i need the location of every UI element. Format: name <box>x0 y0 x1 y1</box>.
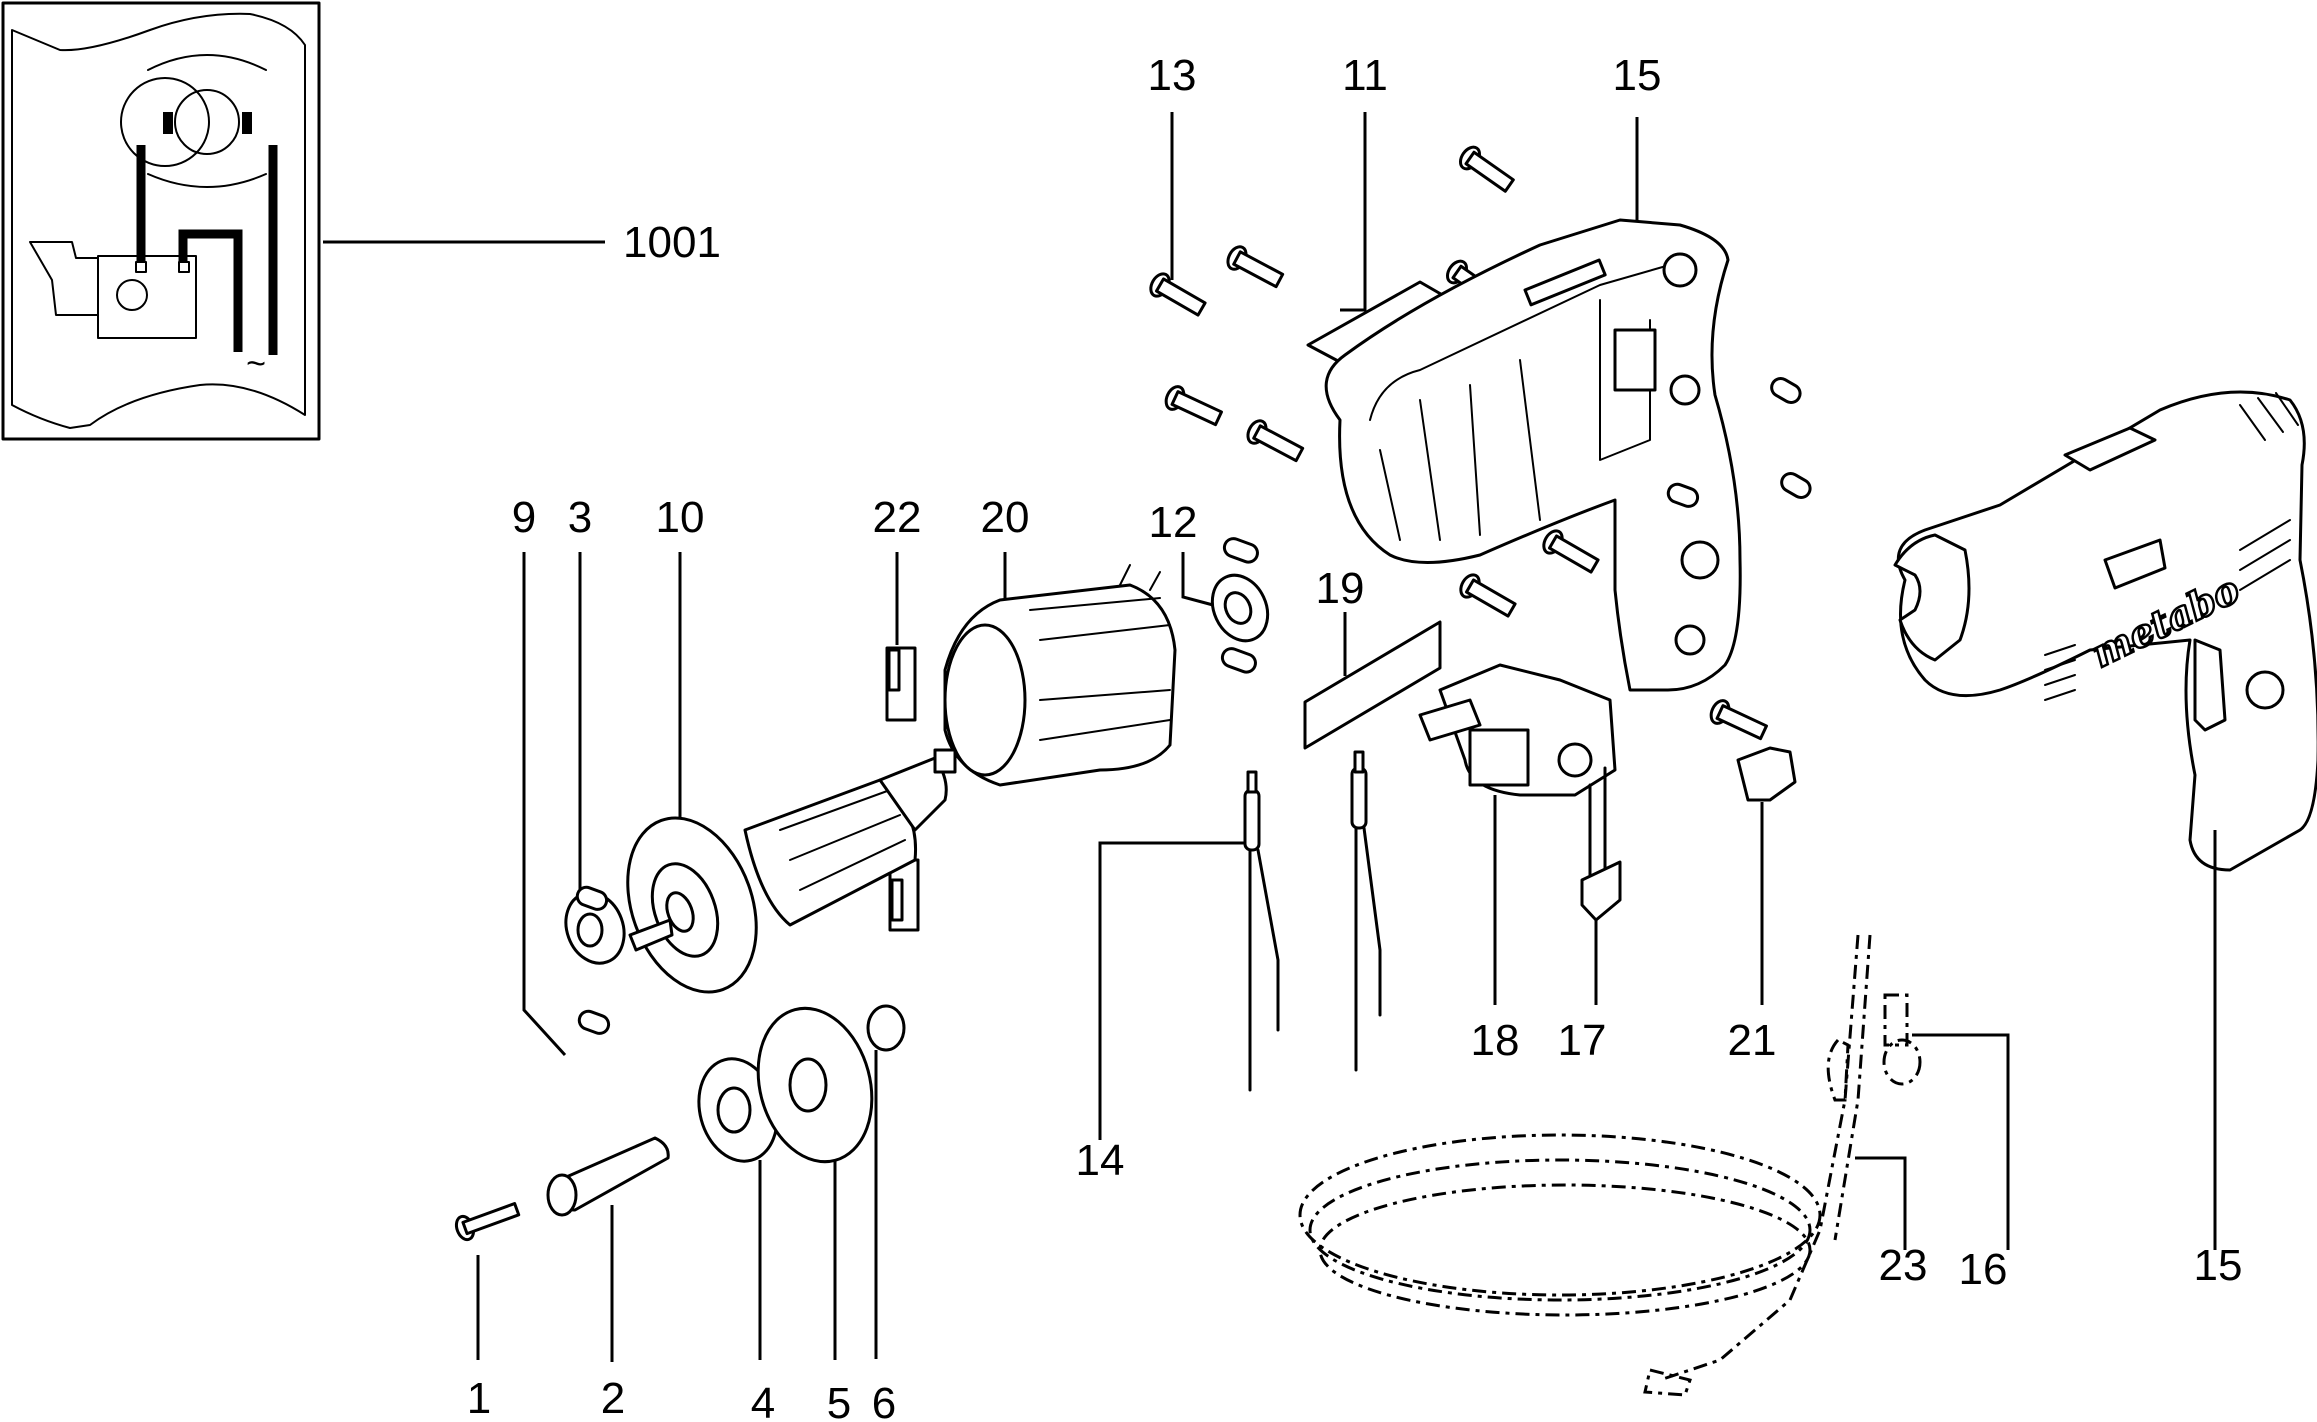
callout-18: 18 <box>1471 1016 1520 1065</box>
callout-23: 23 <box>1879 1241 1928 1290</box>
ball-bearing-12 <box>1210 537 1270 674</box>
inset-housing-outline <box>11 12 306 429</box>
callout-15-top: 15 <box>1613 51 1662 100</box>
callout-19: 19 <box>1316 564 1365 613</box>
callout-20: 20 <box>981 493 1030 542</box>
field-coil-20 <box>943 564 1177 787</box>
inset-wire-3 <box>178 229 243 352</box>
callout-22: 22 <box>873 493 922 542</box>
inset-commutator <box>174 89 240 155</box>
leader-16 <box>1912 1033 2010 1250</box>
callout-16: 16 <box>1959 1245 2008 1294</box>
pins <box>1666 377 1812 508</box>
housing-half-shell-15 <box>1324 218 1742 692</box>
callout-9: 9 <box>512 493 536 542</box>
callout-13: 13 <box>1148 51 1197 100</box>
callout-4: 4 <box>751 1379 775 1422</box>
callout-14: 14 <box>1076 1136 1125 1185</box>
cable-clamp-16 <box>1882 993 1922 1086</box>
wiring-diagram-inset: ~ <box>1 1 321 441</box>
leader-23 <box>1855 1156 1907 1250</box>
switch-button-21 <box>1736 746 1797 802</box>
switch-18 <box>1418 663 1617 797</box>
gearbox-parts <box>454 1004 906 1242</box>
power-cord-23 <box>1298 934 1872 1397</box>
cable-leads-14 <box>1243 750 1382 1092</box>
inset-switch-lever <box>29 241 99 316</box>
callout-5: 5 <box>827 1379 851 1422</box>
leader-14 <box>1098 841 1245 1140</box>
inset-switch-body <box>97 255 197 339</box>
callout-21: 21 <box>1728 1016 1777 1065</box>
callout-1001: 1001 <box>623 218 721 267</box>
label-19-sheet <box>1303 620 1442 750</box>
leader-9 <box>522 552 567 1057</box>
callout-2: 2 <box>601 1374 625 1422</box>
ac-symbol: ~ <box>246 345 266 383</box>
needle-bearing-6 <box>866 1004 906 1052</box>
assembled-drill-15: metabo <box>1893 390 2317 872</box>
armature-10 <box>626 748 957 994</box>
screws-13 <box>1149 145 1768 741</box>
callout-6: 6 <box>872 1379 896 1422</box>
inset-motor-outer <box>120 77 210 167</box>
ball-bearing-9 <box>564 885 626 1035</box>
callout-3: 3 <box>568 493 592 542</box>
leader-11 <box>1340 112 1367 312</box>
capacitor-17 <box>1580 766 1622 922</box>
callout-11: 11 <box>1342 51 1388 100</box>
carbon-brush-22 <box>885 646 920 932</box>
inset-frame <box>1 1 321 441</box>
callout-10: 10 <box>656 493 705 542</box>
callout-15-bottom: 15 <box>2194 1241 2243 1290</box>
leader-12 <box>1181 552 1214 607</box>
callout-17: 17 <box>1558 1016 1607 1065</box>
callout-1: 1 <box>467 1374 491 1422</box>
callout-12: 12 <box>1149 498 1198 547</box>
